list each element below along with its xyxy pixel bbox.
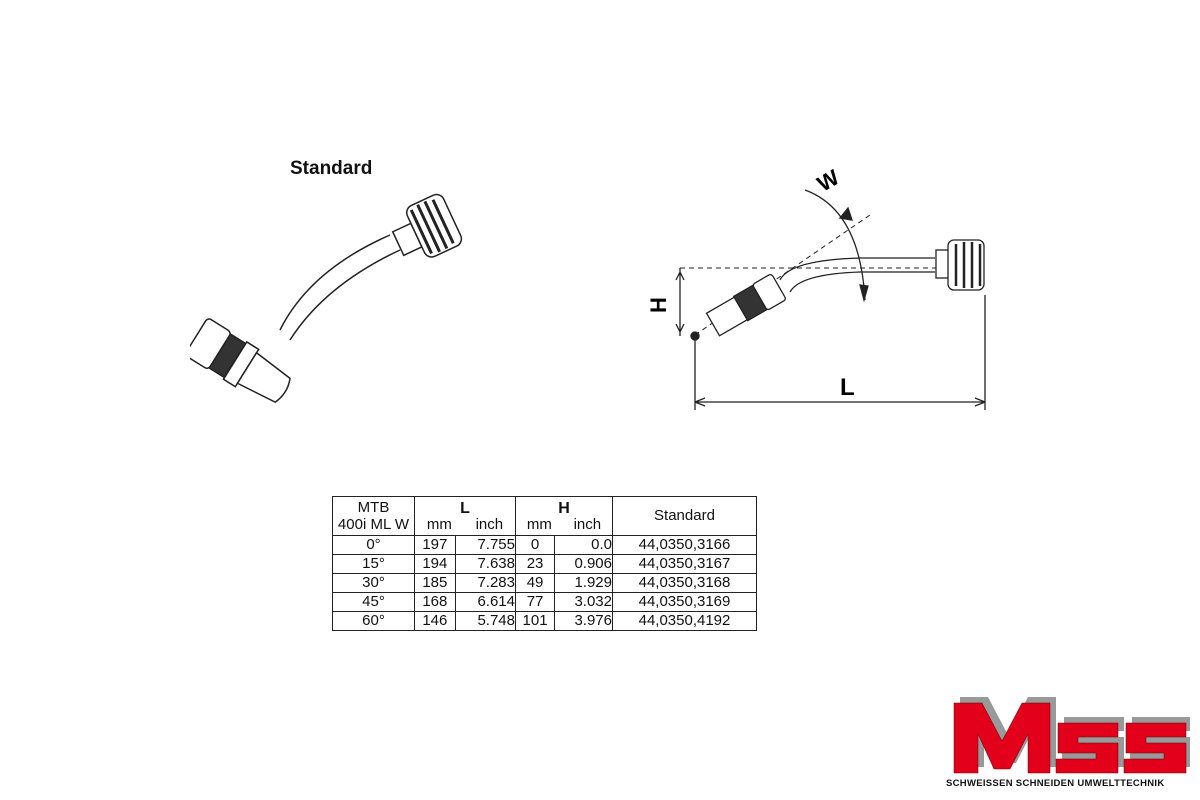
cell-l-inch: 5.748 [454,611,517,631]
cell-h-mm: 0 [514,535,556,555]
cell-l-inch: 6.614 [454,592,517,612]
figure-title: Standard [290,158,373,179]
cell-standard: 44,0350,4192 [612,611,757,631]
cell-h-mm: 49 [514,573,556,593]
unit-mm: mm [526,516,552,533]
cell-h-mm: 77 [514,592,556,612]
cell-standard: 44,0350,3167 [612,554,757,574]
model-line2: 400i ML W [337,516,410,533]
cell-h-inch: 3.032 [554,592,613,612]
mss-logo [953,697,1190,774]
height-label-h: H [645,297,671,313]
cell-angle: 30° [332,573,415,593]
cell-h-mm: 101 [514,611,556,631]
cell-h-inch: 0.0 [554,535,613,555]
cell-angle: 60° [332,611,415,631]
torch-neck-drawing [190,193,463,403]
standard-header: Standard [612,496,757,536]
logo-tagline: SCHWEISSEN SCHNEIDEN UMWELTTECHNIK [946,778,1165,789]
cell-standard: 44,0350,3168 [612,573,757,593]
cell-angle: 0° [332,535,415,555]
model-line1: MTB [357,499,390,516]
cell-l-mm: 168 [414,592,456,612]
cell-l-inch: 7.283 [454,573,517,593]
l-header: L [460,500,470,517]
cell-angle: 15° [332,554,415,574]
cell-h-inch: 1.929 [554,573,613,593]
length-label-l: L [840,374,855,401]
cell-angle: 45° [332,592,415,612]
cell-l-inch: 7.638 [454,554,517,574]
unit-inch: inch [573,516,602,533]
cell-standard: 44,0350,3169 [612,592,757,612]
cell-l-mm: 197 [414,535,456,555]
cell-h-inch: 0.906 [554,554,613,574]
cell-h-inch: 3.976 [554,611,613,631]
cell-l-mm: 185 [414,573,456,593]
unit-mm: mm [426,516,452,533]
dimension-drawing [675,189,986,410]
cell-l-inch: 7.755 [454,535,517,555]
h-header: H [558,500,570,517]
unit-inch: inch [475,516,504,533]
cell-standard: 44,0350,3166 [612,535,757,555]
cell-l-mm: 146 [414,611,456,631]
cell-h-mm: 23 [514,554,556,574]
cell-l-mm: 194 [414,554,456,574]
